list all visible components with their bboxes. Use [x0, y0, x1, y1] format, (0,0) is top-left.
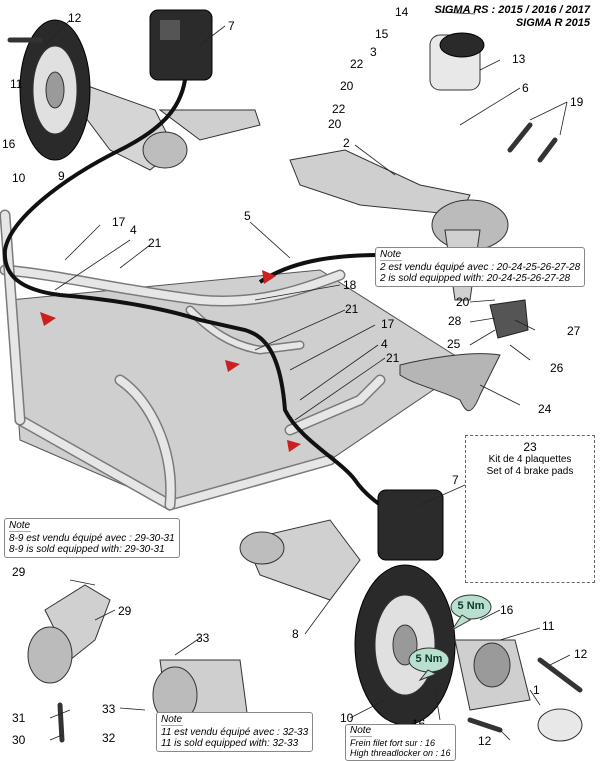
- callout-4-top: 4: [130, 223, 137, 237]
- callout-26: 26: [550, 361, 564, 375]
- callout-30: 30: [12, 733, 26, 747]
- brake-pads-en: Set of 4 brake pads: [486, 466, 574, 477]
- callout-22-mid: 22: [332, 102, 346, 116]
- steering-knuckle-lower: [239, 519, 361, 601]
- callout-19: 19: [570, 95, 584, 109]
- model-title-line1: SIGMA RS : 2015 / 2016 / 2017: [434, 4, 590, 16]
- callout-17-top: 17: [112, 215, 126, 229]
- caliper-bracket: [399, 299, 529, 412]
- callout-2: 2: [343, 136, 350, 150]
- brake-pads-fr: Kit de 4 plaquettes: [488, 454, 572, 465]
- callout-33-left: 33: [102, 702, 116, 716]
- callout-10-bottom: 10: [340, 711, 354, 725]
- callout-12-bottom: 12: [478, 734, 492, 748]
- direction-arrows: [40, 270, 301, 452]
- callout-20-right: 20: [456, 295, 470, 309]
- support-bracket: [27, 584, 111, 684]
- note-hub-head: Note: [161, 714, 183, 726]
- wheel-hub: [454, 639, 531, 711]
- callout-24: 24: [538, 402, 552, 416]
- callout-21-low: 21: [386, 351, 400, 365]
- callout-14: 14: [395, 5, 409, 19]
- callout-12-top: 12: [68, 11, 82, 25]
- note-caliper-en: 2 is sold equipped with: 20-24-25-26-27-…: [380, 273, 571, 284]
- callout-4-mid: 4: [381, 337, 388, 351]
- callout-12-mid: 12: [574, 647, 588, 661]
- chassis-frame: [0, 209, 386, 511]
- callout-17-mid: 17: [381, 317, 395, 331]
- note-hose-en: 8-9 is sold equipped with: 29-30-31: [9, 544, 165, 555]
- torque-markers: [408, 594, 492, 682]
- callout-6: 6: [522, 81, 529, 95]
- note-hose-head: Note: [9, 520, 31, 532]
- note-threadlocker-en: High threadlocker on : 16: [350, 748, 451, 758]
- lower-caliper: [377, 489, 444, 561]
- callout-9: 9: [58, 169, 65, 183]
- note-hose-kit: Note 8-9 est vendu équipé avec : 29-30-3…: [4, 518, 180, 558]
- callout-20-mid: 20: [328, 117, 342, 131]
- callout-5: 5: [244, 209, 251, 223]
- model-title-line2: SIGMA R 2015: [515, 17, 590, 29]
- callout-25: 25: [447, 337, 461, 351]
- brake-hose: [2, 79, 397, 517]
- callout-10-top: 10: [12, 171, 26, 185]
- torque-label-lower: 5 Nm: [415, 653, 443, 665]
- note-caliper-fr: 2 est vendu équipé avec : 20-24-25-26-27…: [380, 262, 581, 273]
- steering-knuckle-upper: [79, 84, 261, 171]
- callout-8: 8: [292, 627, 299, 641]
- callout-28: 28: [448, 314, 462, 328]
- note-caliper-head: Note: [380, 249, 402, 261]
- callout-3: 3: [370, 45, 377, 59]
- brake-pads-kit-box: 23 Kit de 4 plaquettes Set of 4 brake pa…: [465, 435, 595, 583]
- callout-29-right: 29: [118, 604, 132, 618]
- callout-20-top: 20: [340, 79, 354, 93]
- leader-lines: [44, 11, 571, 741]
- torque-label-upper: 5 Nm: [457, 600, 485, 612]
- callout-21-mid: 21: [345, 302, 359, 316]
- note-hub-fr: 11 est vendu équipé avec : 32-33: [161, 727, 309, 738]
- callout-22-top: 22: [350, 57, 364, 71]
- callout-18: 18: [343, 278, 357, 292]
- callout-16-top: 16: [2, 137, 16, 151]
- callout-11-top: 11: [10, 77, 23, 91]
- callout-7-top: 7: [228, 19, 235, 33]
- callout-15: 15: [375, 27, 389, 41]
- callout-13: 13: [512, 52, 526, 66]
- note-hose-fr: 8-9 est vendu équipé avec : 29-30-31: [9, 533, 175, 544]
- note-caliper-kit: Note 2 est vendu équipé avec : 20-24-25-…: [375, 247, 586, 287]
- callout-29-left: 29: [12, 565, 26, 579]
- callout-27: 27: [567, 324, 581, 338]
- note-hub-kit: Note 11 est vendu équipé avec : 32-33 11…: [156, 712, 314, 752]
- upper-brake-disc: [19, 19, 91, 161]
- note-threadlocker-fr: Frein filet fort sur : 16: [350, 738, 436, 748]
- callout-21-top: 21: [148, 236, 162, 250]
- upper-caliper: [149, 9, 213, 81]
- callout-16-torque-upper: 16: [500, 603, 514, 617]
- note-threadlocker-head: Note: [350, 725, 372, 737]
- bolts: [7, 37, 583, 743]
- callout-11-bottom: 11: [542, 619, 555, 633]
- spacer: [537, 708, 583, 742]
- callout-7-bottom: 7: [452, 473, 459, 487]
- lower-brake-disc: [354, 564, 456, 726]
- callout-33-right: 33: [196, 631, 210, 645]
- callout-1: 1: [533, 683, 540, 697]
- callout-32: 32: [102, 731, 116, 745]
- brake-pads-number: 23: [523, 440, 537, 454]
- callout-31: 31: [12, 711, 26, 725]
- note-hub-en: 11 is sold equipped with: 32-33: [161, 738, 299, 749]
- note-threadlocker: Note Frein filet fort sur : 16 High thre…: [345, 724, 456, 761]
